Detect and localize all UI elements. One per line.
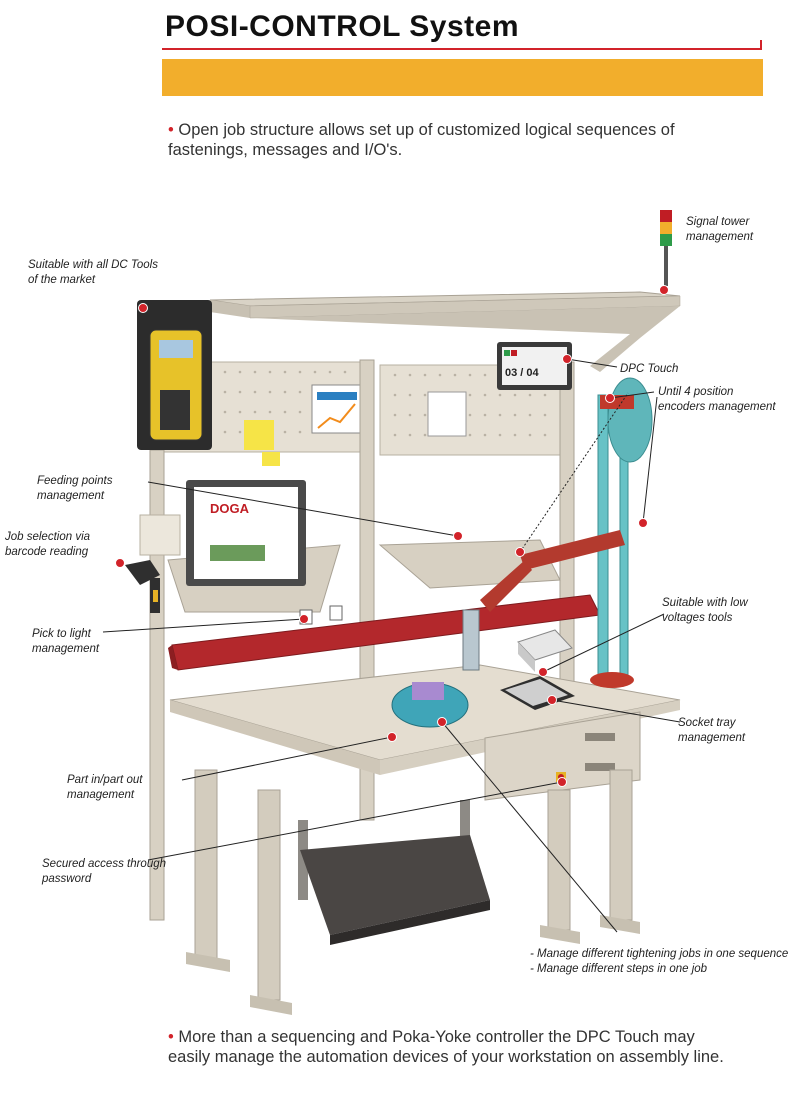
monitor: DOGA: [186, 480, 306, 586]
closing-text: • More than a sequencing and Poka-Yoke c…: [168, 1027, 788, 1067]
marker-barcode-icon: [115, 558, 125, 568]
marker-socket-tray-icon: [547, 695, 557, 705]
callout-part-in-out: Part in/part out management: [67, 774, 143, 801]
intro-line-2: fastenings, messages and I/O's.: [168, 141, 403, 159]
marker-encoder-2-icon: [638, 518, 648, 528]
signal-tower: [660, 210, 672, 286]
marker-jobs-icon: [437, 717, 447, 727]
callout-feeding: Feeding points management: [37, 475, 113, 502]
callout-dpc-touch: DPC Touch: [620, 363, 679, 375]
marker-signal-tower-icon: [659, 285, 669, 295]
callout-jobs: - Manage different tightening jobs in on…: [530, 948, 789, 975]
marker-low-voltage-icon: [538, 667, 548, 677]
callout-markers: [115, 285, 669, 787]
page-title: POSI-CONTROL System: [165, 10, 520, 43]
callout-encoders: Until 4 position encoders management: [658, 386, 776, 413]
callout-pick-to-light: Pick to light management: [32, 628, 100, 655]
marker-dc-tools-icon: [138, 303, 148, 313]
title-underline-tick: [760, 40, 762, 50]
dc-tool-controller: [137, 300, 212, 450]
low-voltage-controller: [517, 629, 573, 672]
drawer-unit: [484, 711, 641, 801]
callout-low-voltage: Suitable with low voltages tools: [662, 597, 748, 624]
foot-rest: [298, 800, 490, 945]
marker-encoder-icon: [605, 393, 615, 403]
callout-signal-tower: Signal tower management: [686, 216, 754, 243]
bullet-icon: •: [168, 121, 174, 139]
title-underline: [162, 48, 761, 50]
marker-feeding-icon: [453, 531, 463, 541]
bench-legs: [186, 769, 640, 1015]
closing-line-2: easily manage the automation devices of …: [168, 1048, 724, 1066]
dpc-touch-screen: 03 / 04: [497, 342, 572, 390]
marker-pick-to-light-icon: [299, 614, 309, 624]
dpc-display-value: 03 / 04: [505, 367, 540, 379]
barcode-scanner: [125, 560, 160, 613]
callout-secured: Secured access through password: [42, 858, 167, 885]
marker-encoder-3-icon: [515, 547, 525, 557]
fixture-turntable: [391, 682, 469, 728]
callout-barcode: Job selection via barcode reading: [5, 531, 91, 558]
closing-line-1: More than a sequencing and Poka-Yoke con…: [178, 1028, 695, 1046]
callout-leaders: [102, 307, 681, 933]
callout-dc-tools: Suitable with all DC Tools of the market: [28, 259, 158, 286]
marker-secured-icon: [557, 777, 567, 787]
top-shelf: [209, 291, 681, 372]
monitor-brand: DOGA: [210, 501, 250, 516]
intro-line-1: Open job structure allows set up of cust…: [178, 121, 675, 139]
bullet-icon: •: [168, 1028, 174, 1046]
callout-socket-tray: Socket tray management: [678, 717, 746, 744]
marker-dpc-touch-icon: [562, 354, 572, 364]
marker-part-in-out-icon: [387, 732, 397, 742]
header-banner: [162, 59, 763, 96]
intro-text: • Open job structure allows set up of cu…: [168, 120, 768, 160]
reaction-arm: [462, 377, 653, 688]
